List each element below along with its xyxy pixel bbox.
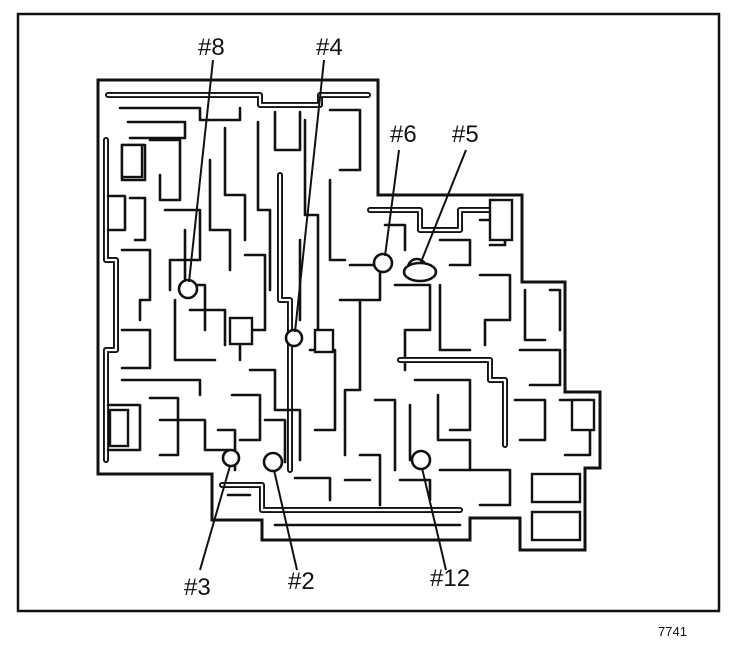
label-ball-4: #4 (316, 34, 343, 61)
pockets (108, 143, 596, 542)
leader-3 (199, 465, 231, 571)
leader-2 (273, 469, 298, 571)
check-balls (177, 252, 438, 473)
channel-network (103, 92, 592, 527)
label-ball-6: #6 (390, 121, 417, 148)
check-ball-3 (221, 448, 241, 468)
figure-frame (16, 12, 721, 613)
leader-12 (421, 467, 447, 571)
valve-body-outline (96, 78, 602, 552)
label-ball-12: #12 (430, 565, 470, 592)
check-ball-8 (177, 278, 199, 300)
leader-8 (188, 59, 214, 283)
check-ball-12 (410, 449, 432, 471)
check-ball-5-seat (402, 261, 438, 283)
figure-number: 7741 (658, 624, 687, 639)
label-ball-8: #8 (198, 34, 225, 61)
label-ball-5: #5 (452, 121, 479, 148)
ball-labels: #8 #4 #6 #5 #3 #2 #12 (184, 34, 479, 601)
check-ball-6 (372, 252, 394, 274)
leader-lines (188, 59, 467, 571)
check-ball-2 (262, 451, 284, 473)
label-ball-2: #2 (288, 568, 315, 595)
leader-6 (384, 149, 400, 257)
check-ball-4 (284, 328, 304, 348)
label-ball-3: #3 (184, 574, 211, 601)
leader-4 (294, 59, 325, 333)
leader-5 (420, 149, 467, 263)
